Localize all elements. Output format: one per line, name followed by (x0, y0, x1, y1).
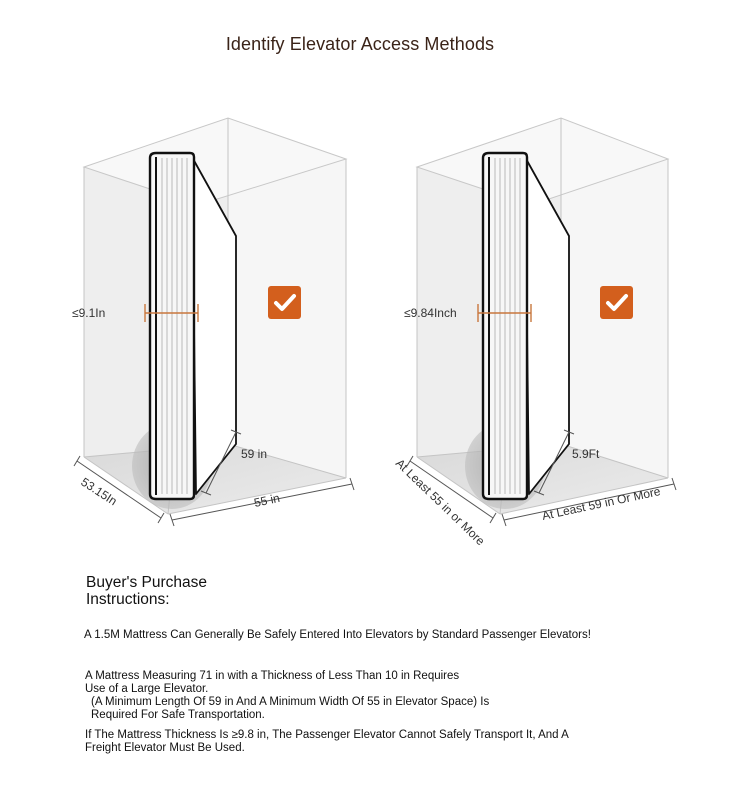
mattress-icon (148, 151, 237, 501)
elevator-diagrams: ≤9.1In 59 in 55 in 53.15In (72, 117, 677, 548)
instruction-paragraph-3: If The Mattress Thickness Is ≥9.8 in, Th… (85, 729, 605, 755)
instruction-line: A Mattress Measuring 71 in with a Thickn… (85, 670, 460, 682)
instructions-heading-line2: Instructions: (86, 591, 170, 608)
page-title: Identify Elevator Access Methods (225, 34, 495, 54)
thickness-dimension-line (144, 304, 199, 322)
width-label: 55 in (253, 491, 281, 510)
thickness-dimension-line (477, 304, 532, 322)
length-dimension-line (200, 429, 242, 496)
length-label: 5.9Ft (572, 447, 600, 461)
depth-label: 53.15In (78, 475, 119, 509)
thickness-label: ≤9.84Inch (404, 306, 457, 320)
depth-dimension-line (406, 455, 497, 524)
right-elevator-diagram: ≤9.84Inch 5.9Ft At Least 59 in Or More A… (393, 117, 677, 548)
mattress-icon (481, 151, 570, 501)
instruction-line: (A Minimum Length Of 59 in And A Minimum… (91, 696, 490, 708)
checkmark-icon (268, 286, 301, 319)
width-dimension-line (501, 477, 677, 527)
depth-dimension-line (73, 455, 165, 524)
left-elevator-diagram: ≤9.1In 59 in 55 in 53.15In (72, 117, 355, 527)
instructions-heading-line1: Buyer's Purchase (86, 574, 207, 591)
instruction-paragraph-1: A 1.5M Mattress Can Generally Be Safely … (84, 629, 591, 641)
instruction-line: Use of a Large Elevator. (85, 683, 209, 695)
length-label: 59 in (241, 447, 267, 461)
instruction-line: Freight Elevator Must Be Used. (85, 742, 245, 754)
thickness-label: ≤9.1In (72, 306, 105, 320)
width-dimension-line (169, 477, 355, 527)
instructions-heading: Buyer's Purchase Instructions: (86, 574, 286, 608)
checkmark-icon (600, 286, 633, 319)
instruction-line: Required For Safe Transportation. (91, 709, 265, 721)
instruction-line: If The Mattress Thickness Is ≥9.8 in, Th… (85, 729, 569, 741)
instruction-paragraph-2: A Mattress Measuring 71 in with a Thickn… (85, 670, 505, 722)
length-dimension-line (533, 429, 575, 496)
